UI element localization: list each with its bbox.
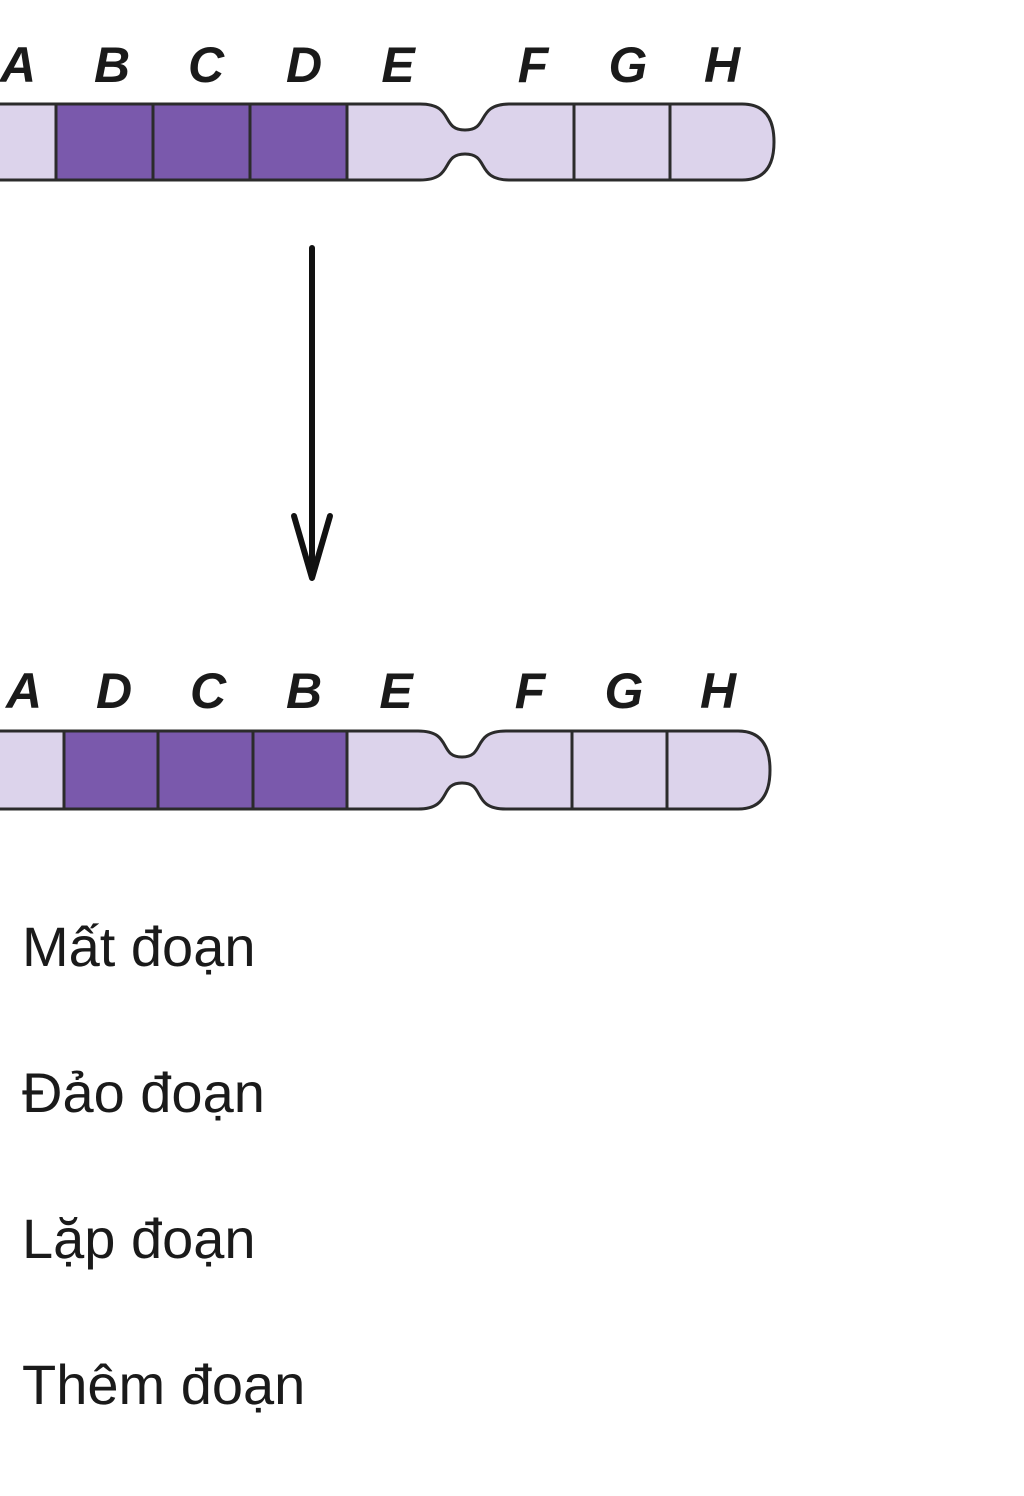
gene-label-after-1: A: [4, 663, 42, 719]
option-deletion[interactable]: Mất đoạn: [22, 915, 256, 978]
option-inversion[interactable]: Đảo đoạn: [22, 1061, 265, 1124]
gene-label-before-8: H: [704, 37, 741, 93]
segment-after-d: [64, 731, 158, 809]
segment-before-b: [56, 104, 153, 180]
gene-label-before-2: B: [94, 37, 130, 93]
gene-label-before-5: E: [381, 37, 416, 93]
chromosome-before: A B C D E F G H: [0, 37, 776, 182]
gene-label-before-6: F: [518, 37, 550, 93]
gene-label-before-1: A: [0, 37, 36, 93]
option-duplication[interactable]: Lặp đoạn: [22, 1207, 256, 1270]
segment-before-d: [250, 104, 347, 180]
gene-label-before-7: G: [609, 37, 648, 93]
chromosome-inversion-diagram: A B C D E F G H A D C B E F G H: [0, 37, 776, 811]
segment-after-c: [158, 731, 253, 809]
gene-label-after-2: D: [96, 663, 132, 719]
chromosome-before-border: [0, 102, 776, 182]
gene-label-after-4: B: [286, 663, 322, 719]
gene-label-after-6: F: [515, 663, 547, 719]
down-arrow-icon: [291, 245, 333, 581]
gene-label-before-4: D: [286, 37, 322, 93]
gene-label-after-3: C: [190, 663, 227, 719]
gene-label-after-7: G: [605, 663, 644, 719]
chromosome-after-border: [0, 729, 772, 811]
answer-options: Mất đoạn Đảo đoạn Lặp đoạn Thêm đoạn: [22, 912, 305, 1496]
gene-label-before-3: C: [188, 37, 225, 93]
gene-label-after-5: E: [379, 663, 414, 719]
chromosome-after: A D C B E F G H: [0, 663, 772, 811]
segment-before-c: [153, 104, 250, 180]
option-insertion[interactable]: Thêm đoạn: [22, 1353, 306, 1416]
segment-after-b: [253, 731, 347, 809]
gene-label-after-8: H: [700, 663, 737, 719]
